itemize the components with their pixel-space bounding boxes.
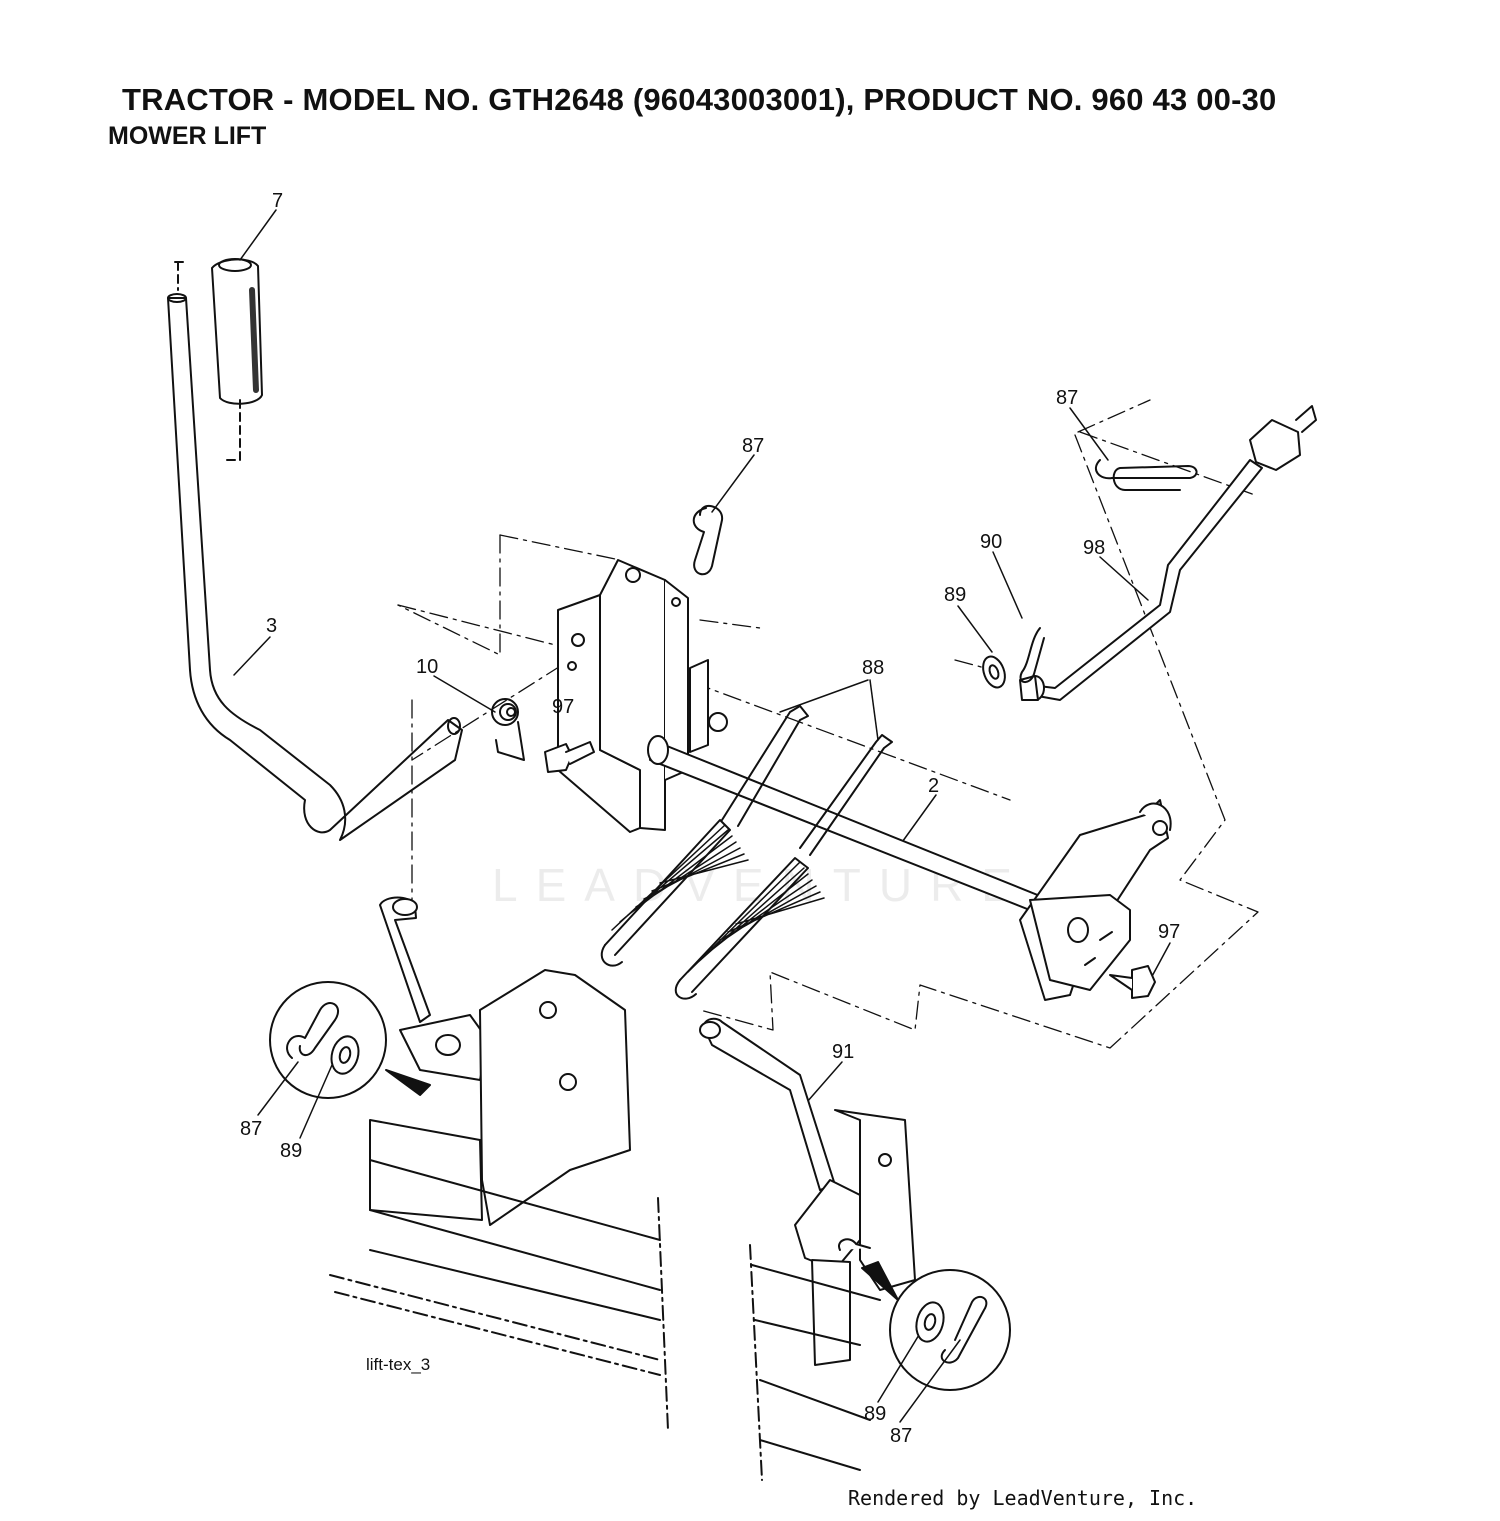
figure-reference: lift-tex_3 [366,1355,430,1374]
extension-springs-part [600,705,893,1000]
callout-2: 2 [928,775,939,797]
section-subtitle: MOWER LIFT [108,122,267,150]
washer-part [982,655,1006,689]
adjust-rod-part [1019,405,1317,701]
callout-98: 98 [1083,537,1105,559]
bolt-right-part [1109,965,1156,999]
callout-7: 7 [272,190,283,212]
callout-88: 88 [862,657,884,679]
callout-89-right: 89 [944,584,966,606]
right-lift-arm-part [1019,799,1172,1001]
detail-circle-left [269,981,431,1099]
callout-87-upper: 87 [742,435,764,457]
callout-89-detail-left: 89 [280,1140,302,1162]
torsion-spring-part [491,698,525,761]
handle-grip-part [174,258,263,461]
callout-87-detail-right: 87 [890,1425,912,1447]
callout-97-left: 97 [552,696,574,718]
left-lift-link-part [369,896,661,1321]
callout-89-detail-right: 89 [864,1403,886,1425]
callout-90: 90 [980,531,1002,553]
detail-circle-right [861,1261,1011,1391]
main-bracket-part [557,559,728,833]
callout-97-right: 97 [1158,921,1180,943]
credit-text: Rendered by LeadVenture, Inc. [848,1486,1198,1510]
callout-91: 91 [832,1041,854,1063]
lift-shaft-part [647,735,1051,919]
callout-87-right: 87 [1056,387,1078,409]
callout-87-detail-left: 87 [240,1118,262,1140]
callout-10: 10 [416,656,438,678]
page-title: TRACTOR - MODEL NO. GTH2648 (96043003001… [122,82,1277,117]
phantom-lines [397,399,1259,1049]
section-lines [329,1197,763,1481]
hairpin-clips-part [692,459,1198,683]
right-lift-link-part [699,1017,916,1471]
lift-handle-part [167,293,463,841]
bolt-left-part [544,741,595,773]
callout-3: 3 [266,615,277,637]
